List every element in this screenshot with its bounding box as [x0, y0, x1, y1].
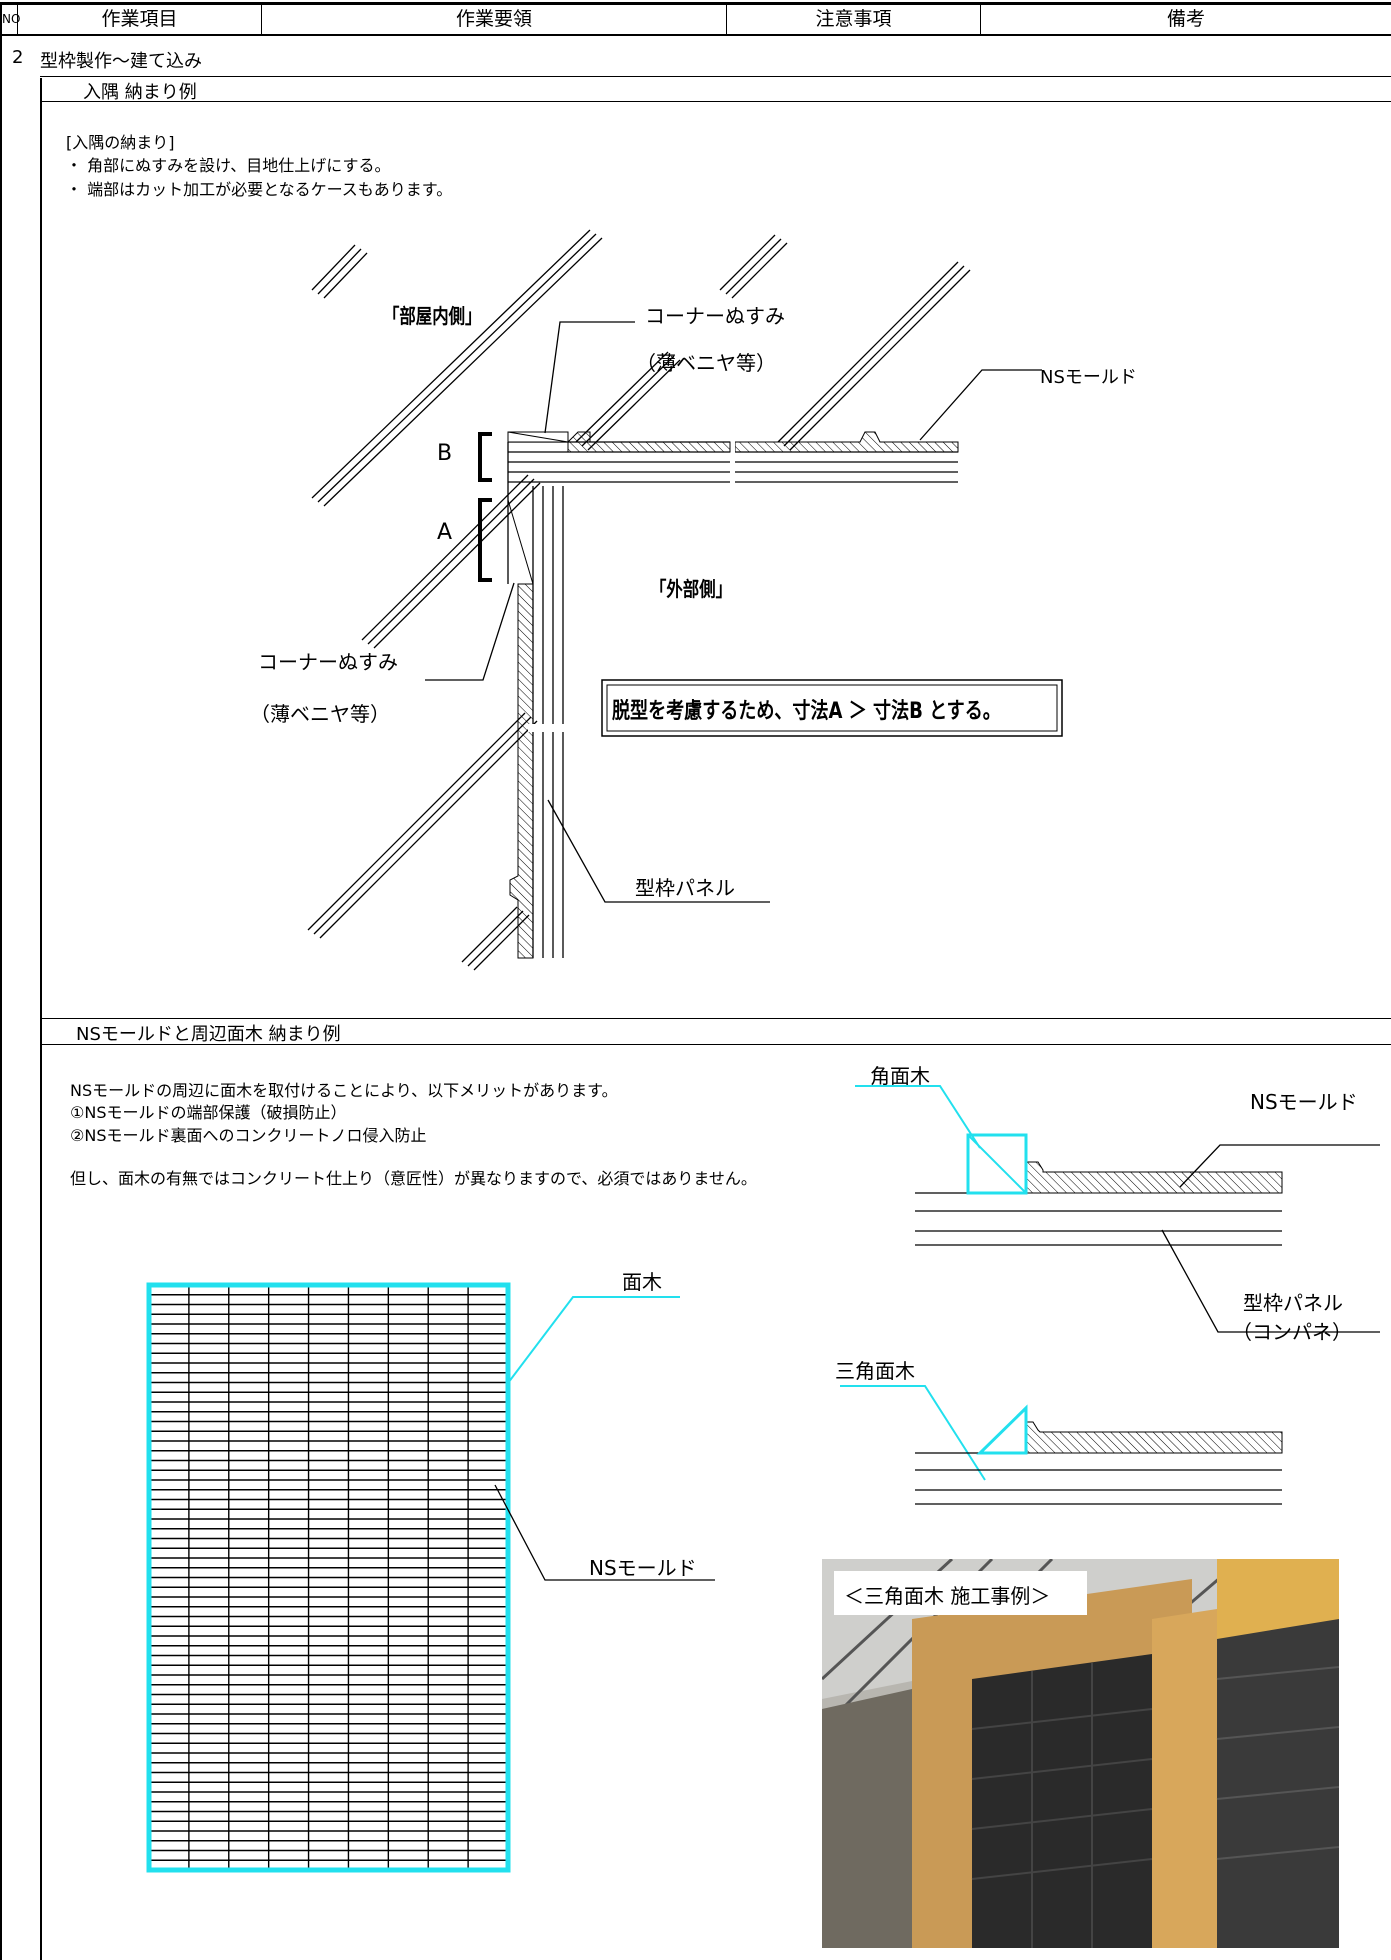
- ns-mold-grid-label: NSモールド: [589, 1556, 697, 1580]
- formwork-panel-detail-sublabel: （コンパネ）: [1232, 1320, 1352, 1344]
- part2-note-5: 但し、面木の有無ではコンクリート仕上り（意匠性）が異なりますので、必須ではありま…: [70, 1169, 757, 1188]
- part2-title: NSモールドと周辺面木 納まり例: [76, 1024, 341, 1045]
- header-no: NO: [2, 12, 21, 26]
- corner-recess-top-label: コーナーぬすみ: [645, 304, 785, 328]
- part2-note-3: ②NSモールド裏面へのコンクリートノロ侵入防止: [70, 1126, 427, 1145]
- photo-caption: ＜三角面木 施工事例＞: [844, 1584, 1051, 1608]
- ns-mold-grid-drawing: [146, 1282, 511, 1873]
- construction-photo: ＜三角面木 施工事例＞: [822, 1559, 1339, 1948]
- part2-top-border: [40, 1018, 1391, 1019]
- header-bottom-border: [0, 34, 1391, 36]
- frame-left-inner: [17, 2, 18, 34]
- content-left-border: [40, 78, 42, 1960]
- section-title: 型枠製作～建て込み: [40, 51, 202, 72]
- room-side-label: 「部屋内側」: [383, 304, 482, 328]
- part1-note-2: ・ 端部はカット加工が必要となるケースもあります。: [66, 180, 453, 199]
- frame-top-border: [0, 2, 1391, 5]
- section-number: 2: [12, 47, 24, 68]
- demolding-note: 脱型を考慮するため、寸法A ＞ 寸法B とする。: [612, 699, 1001, 724]
- grid-leaders: [494, 1296, 715, 1581]
- frame-left-border: [0, 2, 2, 1960]
- dimension-b-label: B: [437, 441, 453, 466]
- header-remarks: 備考: [1166, 8, 1205, 30]
- face-wood-details: [840, 1085, 1380, 1505]
- part1-title: 入隅 納まり例: [83, 82, 197, 103]
- part2-note-1: NSモールドの周辺に面木を取付けることにより、以下メリットがあります。: [70, 1081, 618, 1100]
- ns-mold-detail-label: NSモールド: [1250, 1090, 1358, 1114]
- part2-note-2: ①NSモールドの端部保護（破損防止）: [70, 1103, 347, 1122]
- section-divider: [40, 76, 1391, 77]
- corner-recess-top-sublabel: （薄ベニヤ等）: [636, 351, 776, 375]
- corner-recess-left-sublabel: （薄ベニヤ等）: [250, 702, 390, 726]
- part2-title-underline: [40, 1044, 1391, 1045]
- formwork-panel-label: 型枠パネル: [635, 876, 735, 900]
- face-wood-grid-label: 面木: [622, 1270, 662, 1294]
- ns-mold-label-top: NSモールド: [1040, 367, 1137, 388]
- corner-recess-left-label: コーナーぬすみ: [258, 650, 398, 674]
- photo-scene: [822, 1559, 1339, 1948]
- formwork-panel-detail-label: 型枠パネル: [1243, 1291, 1343, 1315]
- dimension-a-label: A: [437, 520, 453, 545]
- header-cautions: 注意事項: [727, 4, 981, 34]
- part1-note-1: ・ 角部にぬすみを設け、目地仕上げにする。: [66, 156, 391, 175]
- part1-note-heading: [入隅の納まり]: [66, 133, 175, 152]
- kakumenki-label: 角面木: [870, 1064, 930, 1088]
- header-work-procedure: 作業要領: [262, 4, 727, 34]
- outside-label: 「外部側」: [650, 577, 732, 601]
- inside-corner-diagram: [307, 229, 1063, 971]
- part1-title-underline: [40, 101, 1391, 102]
- photo-caption-box: [834, 1571, 1087, 1615]
- header-work-item: 作業項目: [18, 4, 262, 34]
- sankaku-label: 三角面木: [835, 1359, 915, 1383]
